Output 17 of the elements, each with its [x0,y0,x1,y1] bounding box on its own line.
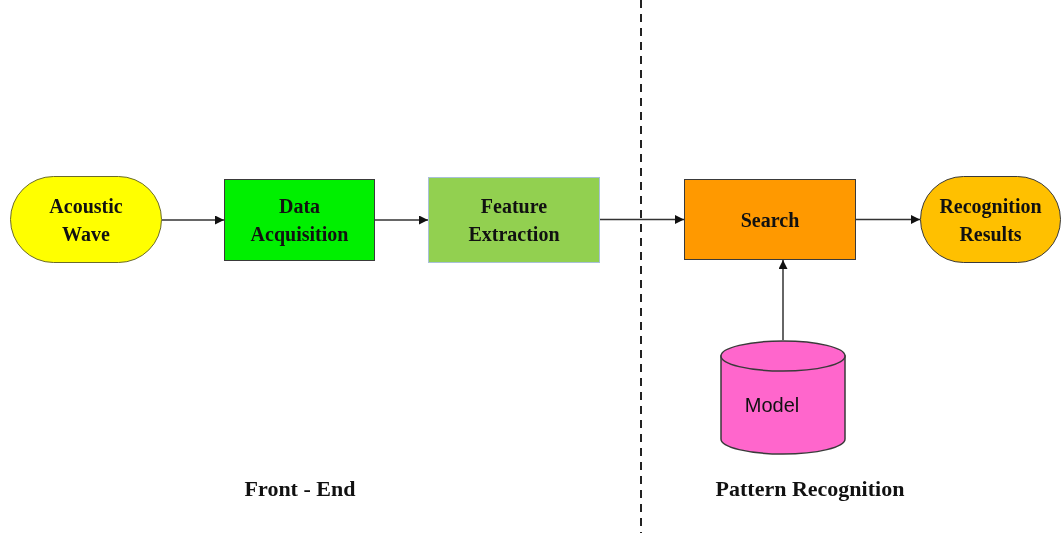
process-box [224,179,375,261]
database-cylinder [720,340,846,455]
process-box [428,177,600,263]
arrow [855,215,921,224]
arrow [374,215,429,225]
arrow [778,259,788,341]
arrow [161,215,225,225]
node-label: Model [744,394,800,417]
section-label: Pattern Recognition [714,476,906,502]
process-box [684,179,856,260]
node-label: Search [740,207,800,233]
node-label: Data Acquisition [249,194,350,248]
arrow [599,215,685,224]
node-label: Acoustic Wave [48,193,124,247]
node-label: Feature Extraction [467,194,561,247]
node-label: Recognition Results [938,193,1043,247]
section-label: Front - End [243,476,357,502]
